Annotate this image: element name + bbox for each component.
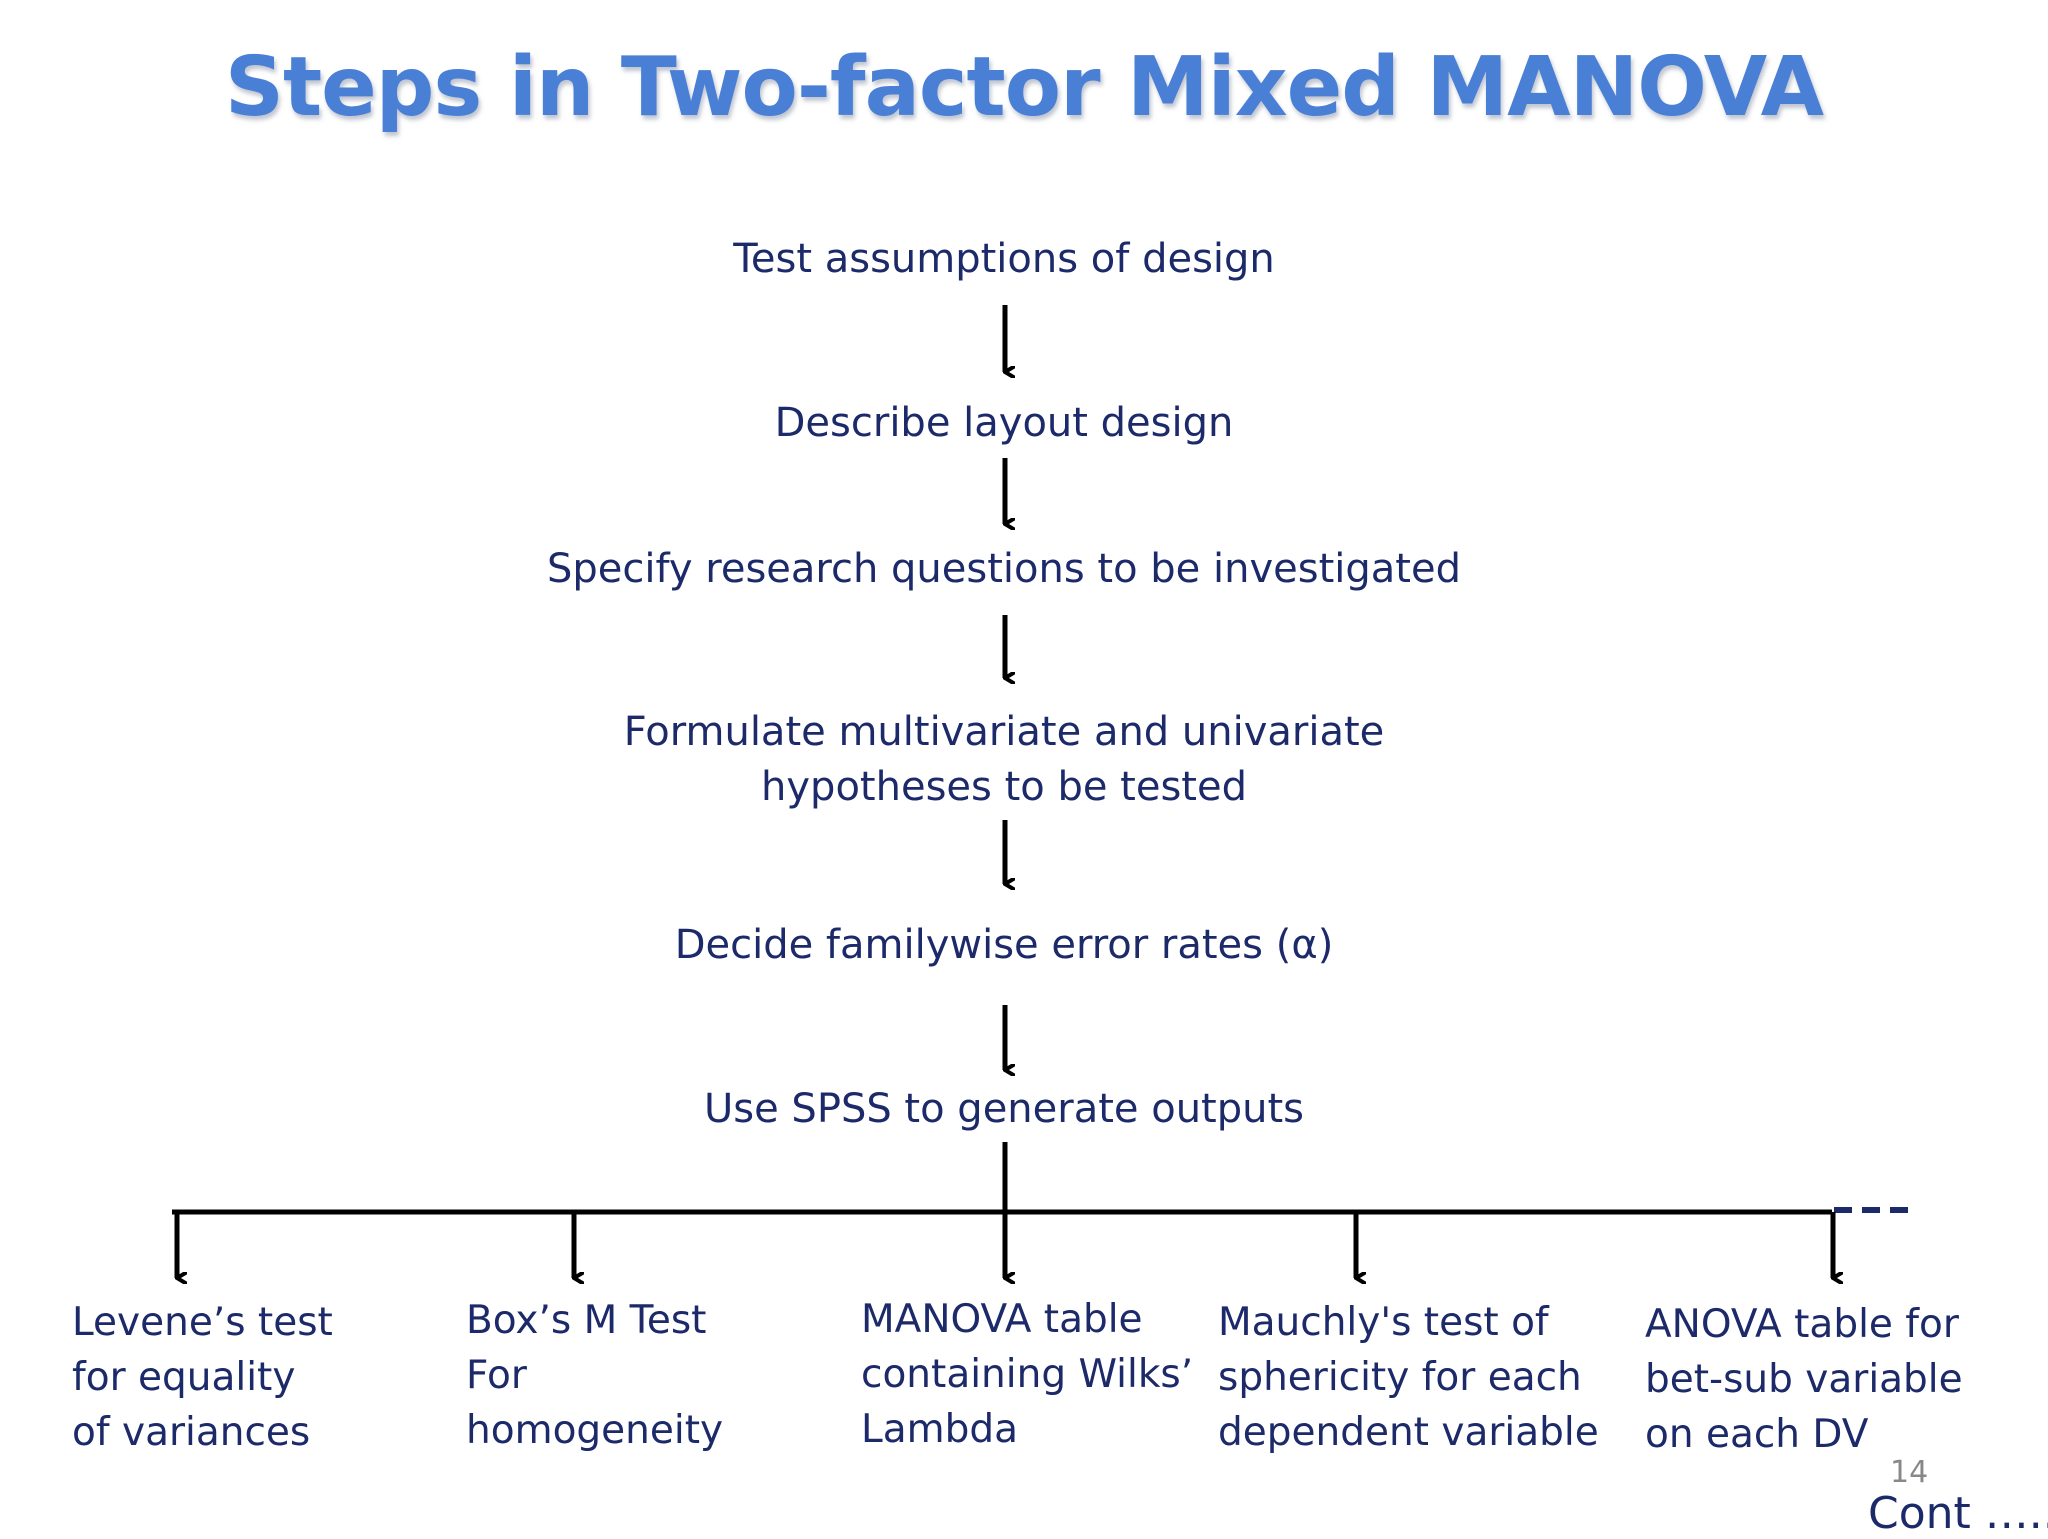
output-anova-table-line-2: bet-sub variable — [1645, 1357, 1963, 1402]
slide-title: Steps in Two-factor Mixed MANOVA — [224, 40, 1824, 135]
output-mauchly-test-line-3: dependent variable — [1218, 1410, 1599, 1455]
step-test-assumptions: Test assumptions of design — [733, 236, 1275, 282]
output-anova-table-line-3: on each DV — [1645, 1412, 1869, 1457]
output-manova-table-line-3: Lambda — [861, 1407, 1019, 1452]
output-levene-test-line-3: of variances — [72, 1410, 311, 1455]
output-manova-table-line-2: containing Wilks’ — [861, 1352, 1194, 1397]
continuation-label: Cont ….. — [1868, 1488, 2048, 1539]
output-box-m-test-line-3: homogeneity — [466, 1408, 724, 1453]
output-mauchly-test-line-2: sphericity for each — [1218, 1355, 1582, 1400]
step-research-questions: Specify research questions to be investi… — [547, 546, 1461, 592]
output-levene-test-line-1: Levene’s test — [72, 1300, 333, 1345]
step-use-spss: Use SPSS to generate outputs — [703, 1086, 1305, 1132]
step-formulate-hypotheses-line-2: hypotheses to be tested — [761, 764, 1247, 810]
step-describe-layout: Describe layout design — [774, 400, 1234, 446]
output-anova-table-line-1: ANOVA table for — [1645, 1302, 1959, 1347]
output-levene-test: Levene’s test for equality of variances — [72, 1295, 333, 1460]
step-formulate-hypotheses: Formulate multivariate and univariate hy… — [424, 705, 1584, 815]
output-mauchly-test: Mauchly's test of sphericity for each de… — [1218, 1295, 1599, 1460]
output-manova-table: MANOVA table containing Wilks’ Lambda — [861, 1292, 1193, 1457]
step-formulate-hypotheses-line-1: Formulate multivariate and univariate — [623, 709, 1385, 755]
output-box-m-test: Box’s M Test For homogeneity — [466, 1293, 723, 1458]
step-familywise-error: Decide familywise error rates (α) — [674, 922, 1334, 968]
page-number: 14 — [1890, 1455, 1929, 1490]
output-manova-table-line-1: MANOVA table — [861, 1297, 1143, 1342]
output-box-m-test-line-2: For — [466, 1353, 527, 1398]
output-mauchly-test-line-1: Mauchly's test of — [1218, 1300, 1549, 1345]
output-levene-test-line-2: for equality — [72, 1355, 296, 1400]
output-anova-table: ANOVA table for bet-sub variable on each… — [1645, 1297, 1963, 1462]
output-box-m-test-line-1: Box’s M Test — [466, 1298, 707, 1343]
